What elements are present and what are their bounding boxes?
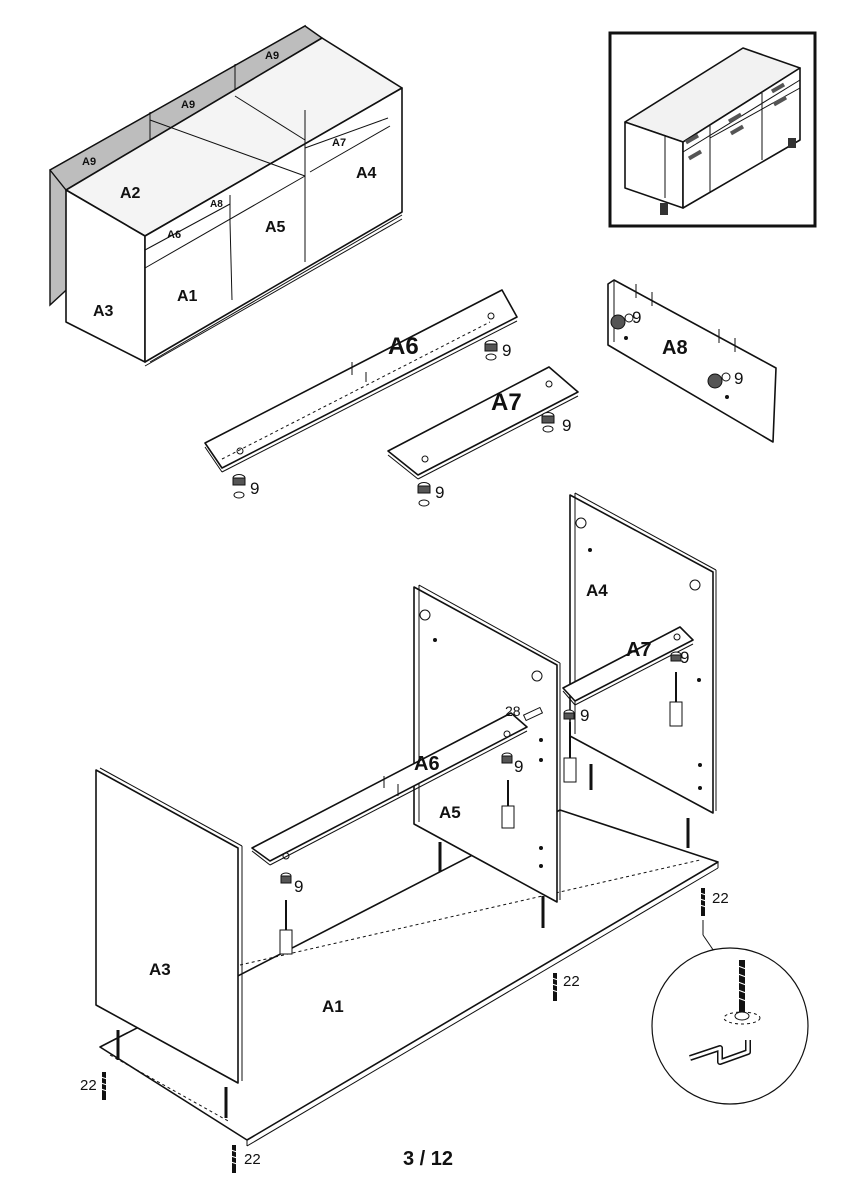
screwdriver-icon	[563, 722, 577, 783]
screw-number: 22	[712, 890, 729, 907]
base-panel-a1: A1	[99, 809, 719, 1147]
side-panel-a4-label: A4	[586, 581, 608, 600]
cam-lock-number: 9	[632, 308, 641, 327]
label-a5: A5	[265, 219, 286, 236]
divider-panel-a5-label: A5	[439, 803, 461, 822]
overview-cabinet: A9 A9 A9 A2 A8 A6 A7 A4 A5 A3 A1	[48, 24, 403, 367]
shelf-a6-label: A6	[414, 753, 440, 775]
label-a1: A1	[177, 288, 198, 305]
label-a4: A4	[356, 165, 377, 182]
screw-icon	[699, 888, 707, 916]
shelf-a7: A7	[562, 626, 694, 706]
cam-lock-number: 9	[294, 877, 303, 896]
screw-number: 22	[244, 1151, 261, 1168]
cam-lock-number: 9	[250, 479, 259, 498]
detail-callout	[651, 920, 809, 1105]
cam-lock-icon	[670, 651, 682, 662]
side-panel-a3: A3	[95, 767, 243, 1084]
cam-lock-group: 9 9 9 9 9 9	[232, 308, 743, 896]
cam-lock-number: 9	[562, 416, 571, 435]
screw-icon	[734, 960, 750, 1021]
product-thumbnail	[608, 31, 817, 228]
panel-screw-group	[116, 764, 690, 1118]
screw-icon	[100, 1072, 108, 1100]
allen-key-icon	[689, 1040, 751, 1065]
cam-lock-icon	[417, 482, 431, 507]
cam-lock-number: 9	[435, 483, 444, 502]
shelf-a7-label: A7	[626, 639, 652, 661]
cam-lock-number: 9	[514, 757, 523, 776]
shelf-a6: A6	[251, 712, 528, 866]
panel-a6-label: A6	[388, 333, 419, 360]
screw-icon	[230, 1145, 238, 1173]
page-number: 3 / 12	[403, 1148, 453, 1170]
cam-lock-icon	[541, 412, 555, 433]
panel-a8: A8	[607, 279, 777, 443]
label-a9-left: A9	[82, 156, 96, 168]
cam-lock-number: 9	[502, 341, 511, 360]
label-a3: A3	[93, 303, 114, 320]
dowel-number: 28	[505, 703, 521, 719]
cam-lock-icon	[563, 709, 575, 720]
cam-lock-number: 9	[734, 369, 743, 388]
screwdriver-icon	[669, 672, 683, 727]
label-a7: A7	[332, 137, 346, 149]
cam-lock-icon	[707, 372, 731, 389]
panel-a6: A6	[204, 289, 518, 473]
label-a8: A8	[210, 199, 223, 210]
cam-lock-icon	[501, 752, 513, 764]
cam-lock-icon	[610, 313, 634, 330]
dowel-group: 28	[505, 703, 544, 722]
label-a9-right: A9	[265, 50, 279, 62]
screwdriver-icon	[279, 900, 293, 955]
panel-a7: A7	[387, 366, 579, 480]
cam-lock-icon	[484, 340, 498, 361]
screw-icon	[551, 973, 559, 1001]
cam-lock-number: 9	[680, 648, 689, 667]
cam-lock-icon	[280, 872, 292, 884]
screw-group: 22 22 22 22	[80, 888, 729, 1173]
label-a9-mid: A9	[181, 99, 195, 111]
side-panel-a3-label: A3	[149, 960, 171, 979]
label-a2: A2	[120, 185, 141, 202]
panel-a7-label: A7	[491, 389, 522, 416]
cam-lock-icon	[232, 474, 246, 499]
screw-number: 22	[563, 973, 580, 990]
panel-a8-label: A8	[662, 337, 688, 359]
base-a1-label: A1	[322, 997, 344, 1016]
screwdriver-icon	[501, 780, 515, 829]
cam-lock-number: 9	[580, 706, 589, 725]
label-a6: A6	[167, 229, 181, 241]
screw-number: 22	[80, 1077, 97, 1094]
screwdriver-group	[279, 672, 683, 955]
